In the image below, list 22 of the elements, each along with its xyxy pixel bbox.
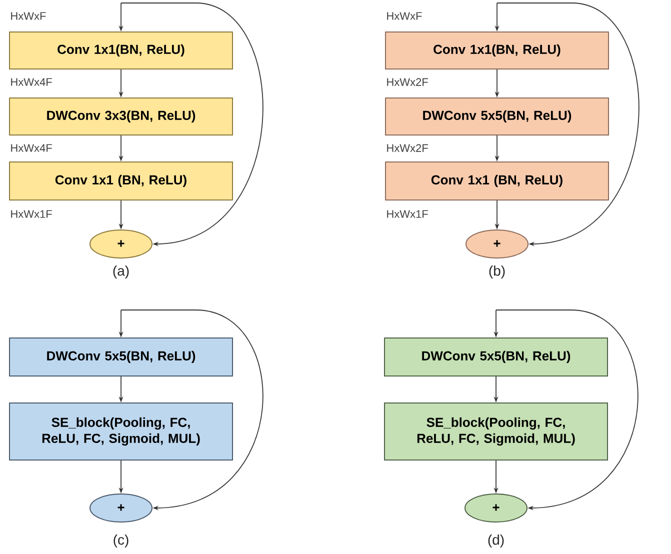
- dimension-label: HxWx2F: [387, 78, 428, 86]
- dimension-label: HxWx4F: [11, 78, 52, 86]
- process-box: Conv 1x1(BN, ReLU): [9, 32, 233, 70]
- skip-connection-arrow: [120, 2, 263, 246]
- dimension-label: HxWxF: [11, 12, 46, 20]
- skip-connection-arrow: [496, 310, 638, 510]
- process-box: DWConv 5x5(BN, ReLU): [385, 98, 609, 136]
- dimension-label: HxWx1F: [387, 210, 428, 218]
- skip-connection-arrow: [120, 310, 263, 510]
- process-box: DWConv 5x5(BN, ReLU): [9, 338, 233, 376]
- process-box: DWConv 5x5(BN, ReLU): [384, 338, 608, 376]
- process-box: Conv 1x1(BN, ReLU): [385, 32, 609, 70]
- skip-connection-arrow: [496, 2, 639, 246]
- process-box: Conv 1x1 (BN, ReLU): [385, 162, 609, 200]
- process-box: DWConv 3x3(BN, ReLU): [9, 98, 233, 136]
- dimension-label: HxWxF: [387, 12, 422, 20]
- process-box: SE_block(Pooling, FC, ReLU, FC, Sigmoid, MUL): [9, 402, 233, 460]
- dimension-label: HxWx2F: [387, 144, 428, 152]
- dimension-label: HxWx1F: [11, 210, 52, 218]
- process-box: SE_block(Pooling, FC, ReLU, FC, Sigmoid, MUL): [384, 402, 608, 460]
- process-box: Conv 1x1 (BN, ReLU): [9, 162, 233, 200]
- dimension-label: HxWx4F: [11, 144, 52, 152]
